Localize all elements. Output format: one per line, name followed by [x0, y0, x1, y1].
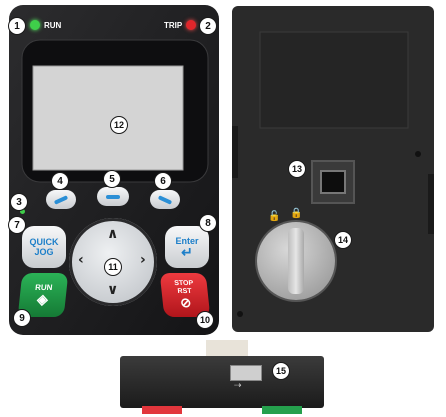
callout-2: 2 [199, 17, 217, 35]
quick-jog-line2: JOG [34, 247, 54, 257]
enter-button[interactable]: Enter ↵ [165, 226, 209, 268]
enter-label: Enter [175, 236, 199, 246]
run-led-label: RUN [44, 21, 62, 30]
run-diamond-icon: ◈ [36, 291, 49, 307]
keypad-bottom-view: ⇢ [120, 340, 324, 414]
lock-knob[interactable] [257, 222, 335, 300]
unlock-icon: 🔓 [268, 211, 281, 222]
bottom-stop-edge [262, 406, 302, 414]
callout-7: 7 [8, 216, 26, 234]
lock-icon: 🔒 [290, 208, 303, 219]
run-led [30, 20, 40, 30]
bottom-run-edge [142, 406, 182, 414]
status-led [20, 209, 25, 214]
usb-port[interactable] [230, 365, 262, 381]
callout-14: 14 [334, 231, 352, 249]
callout-11: 11 [104, 258, 122, 276]
callout-4: 4 [51, 172, 69, 190]
dpad-up-icon[interactable]: ∧ [107, 226, 119, 242]
usb-icon: ⇢ [234, 380, 242, 390]
lcd-screen [32, 65, 184, 171]
soft-key-right[interactable] [150, 190, 180, 209]
bottom-housing [120, 356, 324, 408]
stop-line1: STOP [173, 280, 194, 287]
dpad-left-icon[interactable]: ‹ [78, 252, 84, 268]
dpad-down-icon[interactable]: ∨ [107, 282, 119, 298]
callout-6: 6 [154, 172, 172, 190]
dpad-right-icon[interactable]: › [140, 252, 146, 268]
trip-led-label: TRIP [164, 21, 183, 30]
callout-9: 9 [13, 309, 31, 327]
stop-circle-icon: ⊘ [179, 295, 193, 310]
quick-jog-button[interactable]: QUICK JOG [22, 226, 66, 268]
cable-strip [206, 340, 248, 358]
enter-arrow-icon: ↵ [181, 244, 193, 260]
trip-led [186, 20, 196, 30]
soft-key-middle[interactable] [97, 187, 129, 206]
rj45-socket-icon [320, 170, 346, 194]
rj45-port[interactable] [311, 160, 355, 204]
callout-12: 12 [110, 116, 128, 134]
callout-3: 3 [10, 193, 28, 211]
callout-8: 8 [199, 214, 217, 232]
callout-13: 13 [288, 160, 306, 178]
callout-10: 10 [196, 311, 214, 329]
callout-5: 5 [103, 170, 121, 188]
soft-key-left[interactable] [46, 190, 76, 209]
knob-grip [288, 228, 304, 294]
callout-1: 1 [8, 17, 26, 35]
callout-15: 15 [272, 362, 290, 380]
quick-jog-line1: QUICK [29, 237, 59, 247]
